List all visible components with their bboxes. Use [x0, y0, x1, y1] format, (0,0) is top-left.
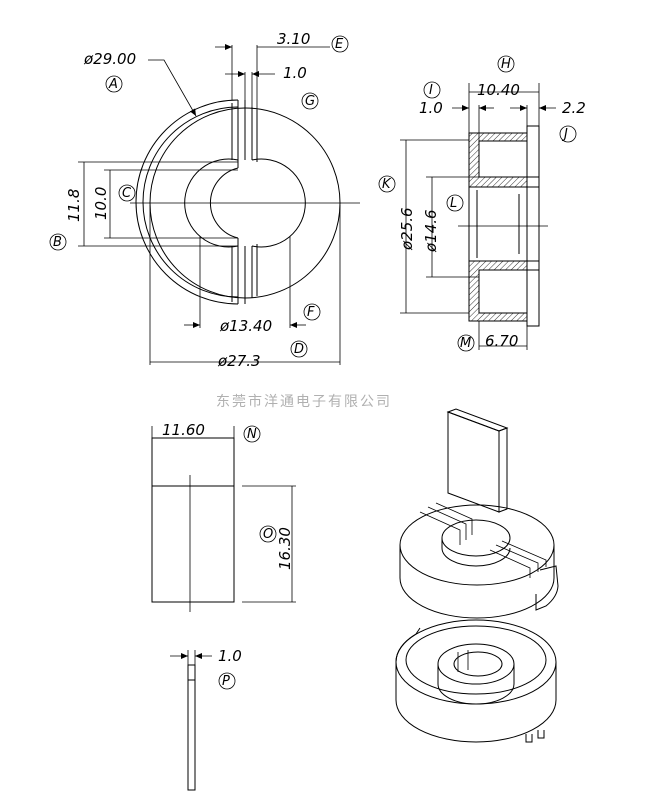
dim-e-value: 3.10 [277, 30, 310, 48]
front-view: 3.10 E 1.0 G ø29.00 A 11.8 B 10.0 C [49, 30, 360, 370]
dim-m-value: 6.70 [485, 332, 518, 350]
plate-view: 1.0 P [170, 647, 242, 791]
block-view: 11.60 N 16.30 O [151, 421, 296, 612]
section-view: 10.40 H 1.0 I 2.2 J ø25.6 K ø14.6 L [378, 55, 586, 352]
dim-o-value: 16.30 [276, 527, 294, 570]
dim-k-value: ø25.6 [398, 207, 416, 251]
label-a: A [108, 77, 118, 92]
label-k: K [382, 177, 392, 192]
label-m: M [460, 336, 471, 351]
dim-i-value: 1.0 [419, 99, 443, 117]
dim-gap-value: 1.0 [283, 64, 307, 82]
dim-j-value: 2.2 [562, 99, 586, 117]
label-b: B [53, 235, 62, 250]
dim-d-value: ø27.3 [217, 352, 261, 370]
label-h: H [501, 57, 511, 72]
dim-n-value: 11.60 [162, 421, 205, 439]
isometric-view [395, 408, 559, 743]
label-p: P [222, 674, 230, 689]
label-i: I [429, 83, 433, 98]
dim-f-value: ø13.40 [219, 317, 272, 335]
label-d: D [294, 342, 304, 357]
label-f: F [307, 305, 315, 320]
outer-shell-inner-arc [142, 106, 239, 298]
label-g: G [305, 94, 315, 109]
label-c: C [122, 186, 132, 201]
label-j: J [561, 127, 568, 142]
label-o: O [263, 527, 273, 542]
label-l: L [450, 196, 457, 211]
company-watermark: 东莞市洋通电子有限公司 [216, 393, 392, 410]
label-n: N [247, 427, 257, 442]
dim-c-value: 10.0 [92, 187, 110, 220]
dim-b-value: 11.8 [65, 189, 83, 222]
dim-p-value: 1.0 [218, 647, 242, 665]
label-e: E [335, 37, 344, 52]
dim-h-value: 10.40 [477, 81, 520, 99]
dim-a-value: ø29.00 [83, 50, 136, 68]
dim-l-value: ø14.6 [422, 209, 440, 253]
outer-shell-arc [135, 99, 239, 305]
